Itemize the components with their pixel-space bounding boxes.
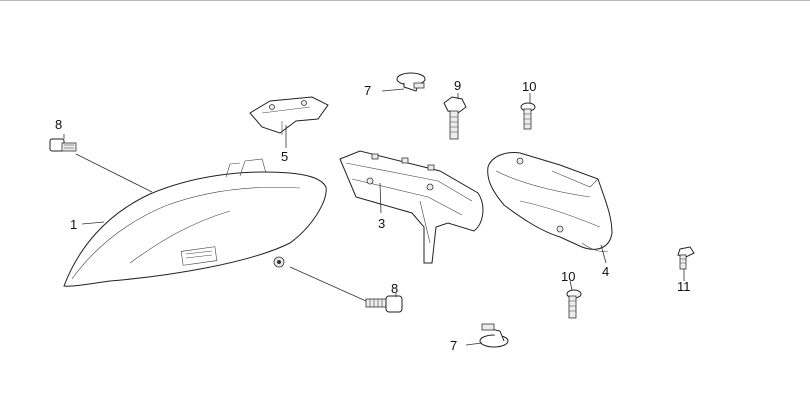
flange-bolt-part: [443, 96, 467, 140]
clip-part-upper: [396, 72, 426, 92]
front-fender-part: [63, 158, 327, 287]
clip-part-lower: [479, 323, 509, 348]
screw-part-lower: [566, 289, 582, 319]
callout-11: 11: [677, 279, 691, 294]
callout-8-upper: 8: [55, 117, 62, 132]
callout-1: 1: [70, 217, 77, 232]
callout-9: 9: [454, 78, 461, 93]
callout-7-lower: 7: [450, 338, 457, 353]
leader-lines: [63, 88, 685, 346]
callout-10-lower: 10: [561, 269, 575, 284]
callout-7-upper: 7: [364, 83, 371, 98]
callout-8-lower: 8: [391, 281, 398, 296]
screw-part-right: [677, 246, 695, 270]
callout-4: 4: [602, 264, 609, 279]
small-bracket-part: [249, 96, 329, 135]
bolt-part-upper: [49, 138, 77, 152]
screw-part-upper: [520, 102, 536, 130]
fender-bracket-part: [339, 150, 484, 264]
bolt-part-lower: [365, 295, 403, 313]
callout-10-upper: 10: [522, 79, 536, 94]
callout-5: 5: [281, 149, 288, 164]
callout-3: 3: [378, 216, 385, 231]
side-cover-part: [487, 152, 613, 252]
